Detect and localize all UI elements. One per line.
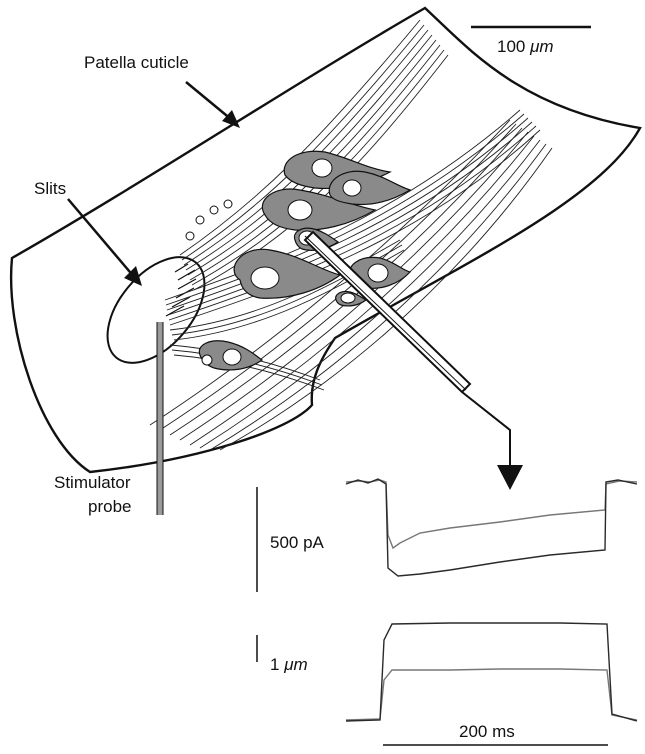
scale-bar-100um-label: 100 μm (497, 37, 554, 56)
time-scale-label: 200 ms (459, 722, 515, 741)
displacement-scale-label: 1 μm (270, 655, 308, 674)
label-arrows (68, 82, 240, 286)
stimulator-label: Stimulator (54, 473, 131, 492)
displacement-traces (346, 623, 637, 721)
neuron-somata (199, 151, 410, 370)
slits (166, 264, 196, 316)
patella-cuticle-label: Patella cuticle (84, 53, 189, 72)
current-trace-dark (346, 479, 637, 576)
current-scale-label: 500 pA (270, 533, 325, 552)
probe-label: probe (88, 497, 131, 516)
displacement-trace-gray (346, 669, 637, 720)
stimulator-probe (157, 322, 163, 515)
nerve-bundles (150, 20, 552, 450)
current-trace-gray (346, 480, 637, 548)
current-traces (346, 479, 637, 576)
slits-label: Slits (34, 179, 66, 198)
